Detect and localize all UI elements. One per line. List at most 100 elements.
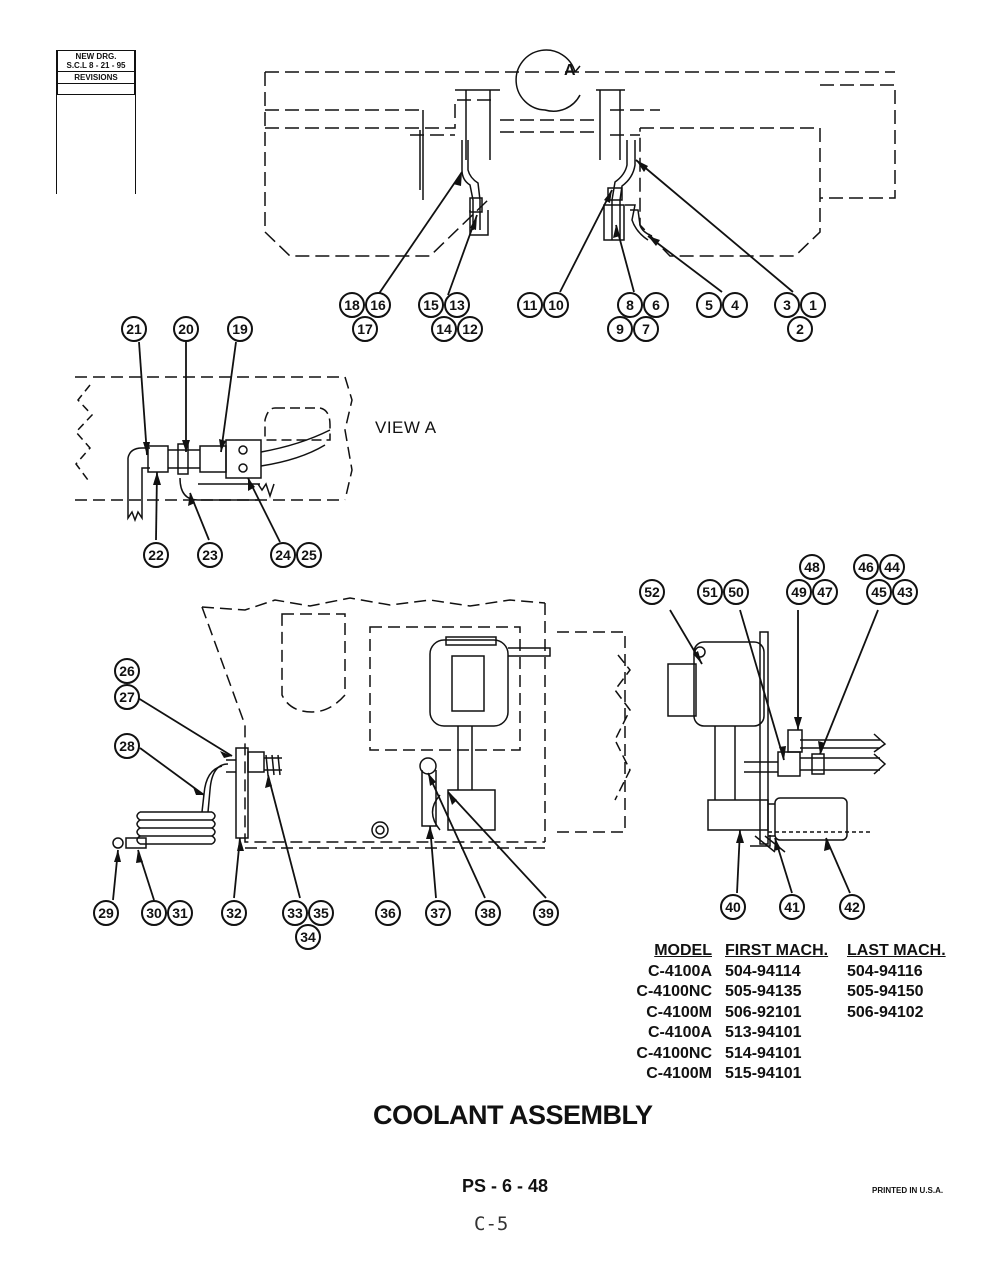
revision-empty-row (57, 84, 135, 95)
callouts-view-a: 21 20 19 22 23 24 25 (121, 316, 322, 568)
callout-27: 27 (114, 684, 140, 710)
svg-text:48: 48 (804, 559, 820, 575)
callouts-top: 18 16 17 15 13 14 12 11 10 8 6 9 7 5 4 3… (339, 292, 826, 342)
coolant-hose-coil (112, 763, 229, 849)
table-row: C-4100A 504-94114 504-94116 (632, 962, 957, 983)
svg-text:27: 27 (119, 689, 135, 705)
svg-text:37: 37 (430, 905, 446, 921)
svg-text:1: 1 (809, 297, 817, 313)
callout-41: 41 (779, 894, 805, 920)
callout-47: 47 (812, 579, 838, 605)
drain-fitting (371, 821, 389, 839)
callout-31: 31 (167, 900, 193, 926)
svg-text:35: 35 (313, 905, 329, 921)
callout-38: 38 (475, 900, 501, 926)
svg-text:31: 31 (172, 905, 188, 921)
printed-in-usa: PRINTED IN U.S.A. (872, 1186, 944, 1195)
callout-26: 26 (114, 658, 140, 684)
svg-text:34: 34 (300, 929, 316, 945)
callouts-side: 52 51 50 48 49 47 46 44 45 43 40 41 42 (639, 554, 918, 920)
svg-text:17: 17 (357, 321, 373, 337)
callout-35: 35 (308, 900, 334, 926)
svg-text:8: 8 (626, 297, 634, 313)
callout-10: 10 (543, 292, 569, 318)
svg-text:7: 7 (642, 321, 650, 337)
view-a-cutout (264, 407, 331, 441)
callout-33: 33 (282, 900, 308, 926)
first-mach-cell: 505-94135 (725, 983, 802, 1000)
leader-lines (112, 159, 879, 901)
revision-block: NEW DRG. S.C.L 8 - 21 - 95 REVISIONS (56, 50, 136, 194)
svg-text:39: 39 (538, 905, 554, 921)
callout-4: 4 (722, 292, 748, 318)
svg-text:33: 33 (287, 905, 303, 921)
leader-arrowheads (114, 160, 831, 863)
first-mach-cell: 506-92101 (725, 1003, 802, 1021)
svg-text:14: 14 (436, 321, 452, 337)
svg-text:13: 13 (449, 297, 465, 313)
svg-text:11: 11 (523, 297, 538, 313)
first-mach-cell: 515-94101 (725, 1065, 802, 1082)
bottom-view-cabinet (201, 597, 626, 849)
svg-text:20: 20 (178, 321, 194, 337)
callout-32: 32 (221, 900, 247, 926)
top-view-machine-outline (264, 71, 896, 257)
callout-5: 5 (696, 292, 722, 318)
last-mach-cell (843, 1044, 957, 1065)
svg-text:9: 9 (616, 321, 624, 337)
table-row: C-4100M 506-92101 506-94102 (632, 1003, 957, 1024)
table-row: C-4100NC 514-94101 (632, 1044, 957, 1065)
svg-text:4: 4 (731, 297, 739, 313)
callout-51: 51 (697, 579, 723, 605)
svg-text:23: 23 (202, 547, 218, 563)
svg-text:28: 28 (119, 738, 135, 754)
model-cell: C-4100A (647, 1024, 712, 1041)
callout-1: 1 (800, 292, 826, 318)
svg-text:43: 43 (897, 584, 913, 600)
callout-22: 22 (143, 542, 169, 568)
last-mach-cell: 506-94102 (847, 1003, 924, 1021)
callout-37: 37 (425, 900, 451, 926)
callout-21: 21 (121, 316, 147, 342)
revision-line-2: S.C.L 8 - 21 - 95 (66, 61, 126, 70)
top-left-plumbing (461, 140, 489, 236)
callout-40: 40 (720, 894, 746, 920)
top-right-plumbing (603, 140, 653, 241)
pump-motor-front (419, 636, 551, 831)
side-view-tank-wall (750, 631, 870, 853)
svg-text:36: 36 (380, 905, 396, 921)
table-row: C-4100A 513-94101 (632, 1023, 957, 1044)
first-mach-cell: 513-94101 (725, 1024, 802, 1041)
svg-text:12: 12 (462, 321, 478, 337)
svg-text:49: 49 (791, 584, 807, 600)
first-mach-cell: 514-94101 (725, 1044, 802, 1062)
callout-18: 18 (339, 292, 365, 318)
side-view-motor (667, 641, 769, 831)
svg-text:32: 32 (226, 905, 242, 921)
view-a-label: VIEW A (375, 418, 437, 437)
last-mach-cell (843, 1023, 957, 1044)
bottom-view-break (614, 654, 631, 801)
callout-8: 8 (617, 292, 643, 318)
svg-text:24: 24 (275, 547, 291, 563)
callout-44: 44 (879, 554, 905, 580)
svg-text:52: 52 (644, 584, 660, 600)
svg-text:6: 6 (652, 297, 660, 313)
svg-text:15: 15 (423, 297, 439, 313)
model-cell: C-4100M (646, 1003, 712, 1021)
svg-text:19: 19 (232, 321, 248, 337)
svg-text:5: 5 (705, 297, 713, 313)
page-number: PS - 6 - 48 (462, 1176, 549, 1196)
callout-48: 48 (799, 554, 825, 580)
svg-text:25: 25 (301, 547, 317, 563)
callout-45: 45 (866, 579, 892, 605)
callout-29: 29 (93, 900, 119, 926)
model-table-header: MODEL FIRST MACH. LAST MACH. (632, 941, 957, 962)
callout-6: 6 (643, 292, 669, 318)
svg-text:40: 40 (725, 899, 741, 915)
svg-text:10: 10 (548, 297, 564, 313)
revisions-label: REVISIONS (57, 72, 135, 84)
last-mach-cell: 505-94150 (847, 983, 924, 1000)
svg-text:30: 30 (146, 905, 162, 921)
last-mach-cell: 504-94116 (847, 962, 923, 980)
